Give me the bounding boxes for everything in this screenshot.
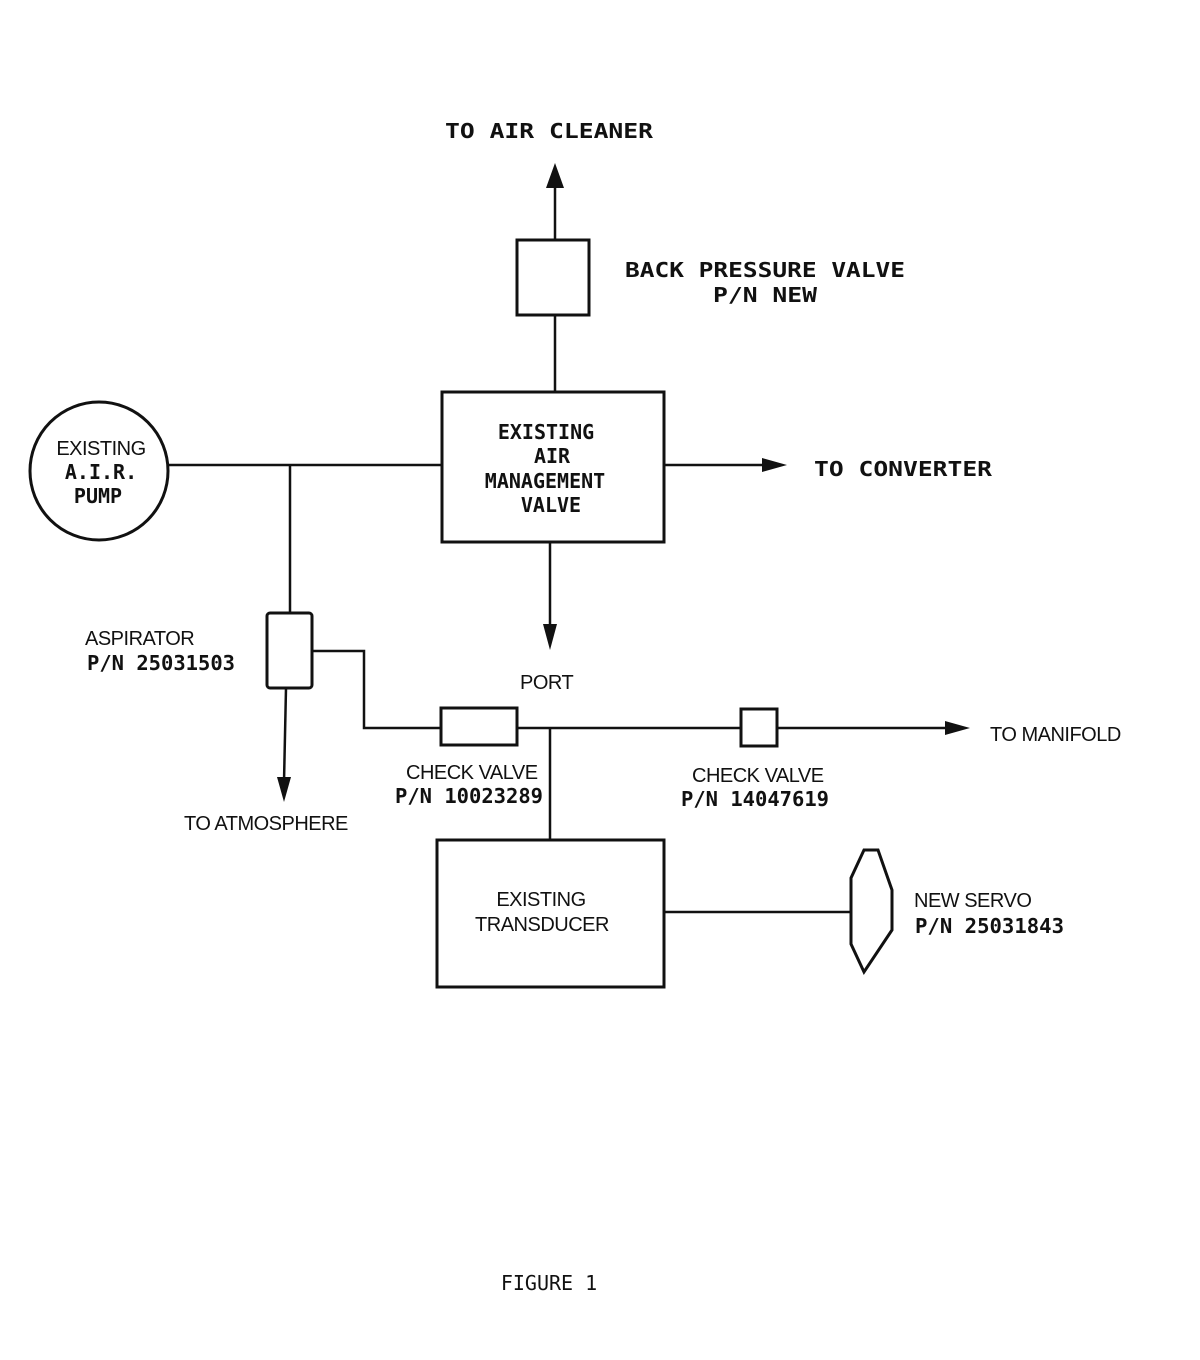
transducer-label-line2: TRANSDUCER bbox=[475, 914, 609, 936]
atmosphere-arrowhead bbox=[277, 777, 291, 802]
port-label: PORT bbox=[520, 672, 573, 694]
amv-label-line4: VALVE bbox=[521, 493, 581, 517]
aspirator-box bbox=[265, 611, 314, 690]
transducer-label-line1: EXISTING bbox=[496, 889, 585, 911]
back-pressure-valve-pn: P/N NEW bbox=[713, 283, 818, 307]
air-pump-circle bbox=[28, 400, 170, 542]
pump-label-line3: PUMP bbox=[74, 484, 122, 508]
transducer-box bbox=[435, 838, 666, 989]
servo-label: NEW SERVO bbox=[914, 890, 1031, 912]
pump-label-line2: A.I.R. bbox=[65, 460, 137, 484]
to-atmosphere-label: TO ATMOSPHERE bbox=[184, 813, 348, 835]
back-pressure-valve-label: BACK PRESSURE VALVE bbox=[625, 258, 905, 282]
amv-label-line2: AIR bbox=[534, 444, 571, 468]
figure-caption: FIGURE 1 bbox=[501, 1271, 597, 1295]
check-valve-1-box bbox=[439, 706, 519, 747]
air-cleaner-arrowhead bbox=[546, 163, 564, 188]
check-valve-2-label: CHECK VALVE bbox=[692, 765, 824, 787]
manifold-arrowhead bbox=[945, 721, 970, 735]
aspirator-pn: P/N 25031503 bbox=[87, 651, 235, 675]
to-converter-label: TO CONVERTER bbox=[814, 457, 993, 481]
check-valve-1-label: CHECK VALVE bbox=[406, 762, 538, 784]
servo-hexagon bbox=[849, 848, 894, 976]
aspirator-to-check-valve-line bbox=[312, 649, 441, 730]
air-management-valve-box bbox=[440, 390, 666, 544]
amv-label-line3: MANAGEMENT bbox=[485, 469, 605, 493]
back-pressure-valve-box bbox=[515, 238, 591, 317]
amv-label-line1: EXISTING bbox=[498, 420, 594, 444]
port-arrowhead bbox=[543, 624, 557, 650]
to-manifold-label: TO MANIFOLD bbox=[990, 724, 1121, 746]
check-valve-1-pn: P/N 10023289 bbox=[395, 784, 543, 808]
converter-arrowhead bbox=[762, 458, 787, 472]
aspirator-to-atmosphere-line bbox=[282, 687, 288, 783]
aspirator-label: ASPIRATOR bbox=[85, 628, 194, 650]
to-air-cleaner-label: TO AIR CLEANER bbox=[445, 119, 654, 143]
check-valve-2-box bbox=[739, 707, 779, 748]
pump-label-line1: EXISTING bbox=[56, 438, 145, 460]
servo-pn: P/N 25031843 bbox=[915, 914, 1064, 938]
check-valve-2-pn: P/N 14047619 bbox=[681, 787, 829, 811]
